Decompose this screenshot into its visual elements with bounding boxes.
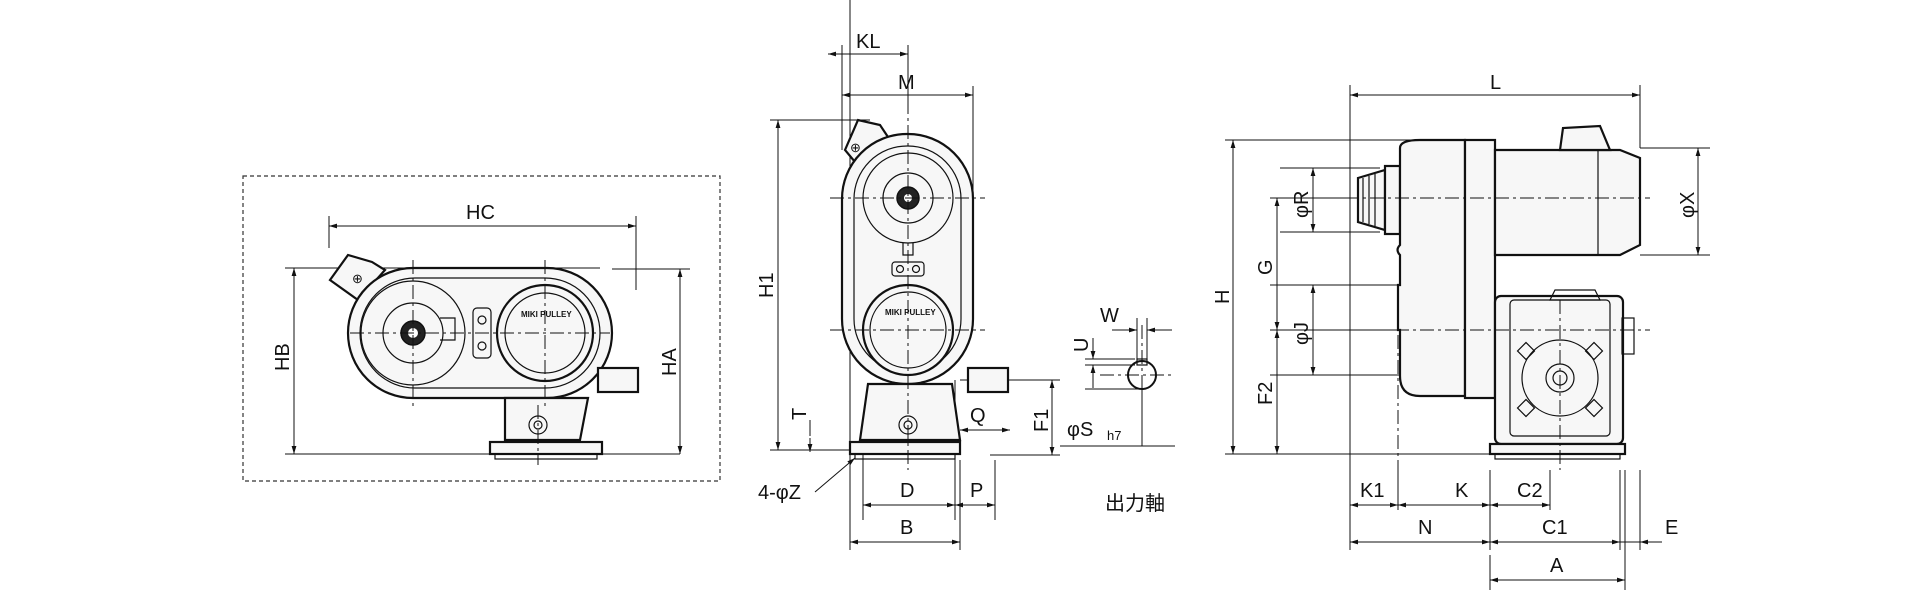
dim-hb-label: HB bbox=[272, 343, 294, 371]
dim-e-label: E bbox=[1665, 517, 1678, 539]
dim-s-fit: h7 bbox=[1107, 428, 1121, 443]
gear-block bbox=[503, 396, 590, 442]
base-plate bbox=[1488, 442, 1627, 456]
dim-f1-label: F1 bbox=[1031, 409, 1053, 432]
dim-x-label: φX bbox=[1677, 192, 1699, 218]
dim-d-label: D bbox=[900, 480, 914, 502]
dim-l-label: L bbox=[1490, 72, 1501, 94]
dim-f2-label: F2 bbox=[1255, 382, 1277, 405]
dim-n-label: N bbox=[1418, 517, 1432, 539]
dim-t-label: T bbox=[789, 408, 811, 420]
dim-ha-label: HA bbox=[659, 348, 681, 376]
dim-q-label: Q bbox=[970, 405, 986, 427]
svg-text:⊕: ⊕ bbox=[850, 140, 861, 155]
output-shaft-detail: W U φS h7 出力軸 bbox=[1060, 305, 1175, 515]
svg-text:⊕: ⊕ bbox=[352, 271, 363, 286]
terminal-box bbox=[1558, 124, 1612, 152]
worm-gearbox bbox=[1493, 294, 1625, 446]
dim-g-label: G bbox=[1255, 259, 1277, 275]
dim-p-label: P bbox=[970, 480, 983, 502]
motor-body bbox=[1493, 148, 1642, 257]
dim-kl-label: KL bbox=[856, 31, 880, 53]
brand-label: MIKI PULLEY bbox=[521, 310, 572, 319]
adjust-knob bbox=[1356, 168, 1387, 232]
front-view-boundary bbox=[242, 175, 721, 482]
dim-w-label: W bbox=[1100, 305, 1119, 327]
dim-a-label: A bbox=[1550, 555, 1564, 577]
front-view: HC HB HA ⊕ MIKI PULLEY bbox=[242, 175, 721, 482]
dim-s-label: φS bbox=[1067, 419, 1093, 441]
svg-text:MIKI PULLEY: MIKI PULLEY bbox=[885, 308, 936, 317]
output-shaft-stub bbox=[596, 366, 640, 394]
dim-m-label: M bbox=[898, 72, 915, 94]
pulley-housing bbox=[1396, 138, 1467, 398]
output-shaft-caption: 出力軸 bbox=[1105, 491, 1165, 515]
motor-cap bbox=[328, 253, 387, 302]
dim-hc-label: HC bbox=[466, 202, 495, 224]
right-view: L H φR G φJ F2 φX K1 K C2 N C1 E A bbox=[1212, 72, 1710, 590]
base-plate bbox=[848, 440, 962, 456]
dim-r-label: φR bbox=[1291, 191, 1313, 218]
dim-hole-label: 4-φZ bbox=[758, 482, 801, 504]
dim-k1-label: K1 bbox=[1360, 480, 1384, 502]
dim-k-label: K bbox=[1455, 480, 1469, 502]
gear-block bbox=[858, 382, 962, 442]
dim-b-label: B bbox=[900, 517, 913, 539]
dim-u-label: U bbox=[1071, 338, 1093, 352]
side-view: KL M H1 T Q F1 D P B 4-φZ ⊕ bbox=[756, 0, 1060, 550]
dim-j-label: φJ bbox=[1291, 322, 1313, 345]
dim-h-label: H bbox=[1212, 290, 1234, 304]
dim-c1-label: C1 bbox=[1542, 517, 1568, 539]
dim-c2-label: C2 bbox=[1517, 480, 1543, 502]
output-shaft-stub bbox=[966, 366, 1010, 394]
base-plate bbox=[488, 440, 604, 456]
dim-h1-label: H1 bbox=[756, 272, 778, 298]
